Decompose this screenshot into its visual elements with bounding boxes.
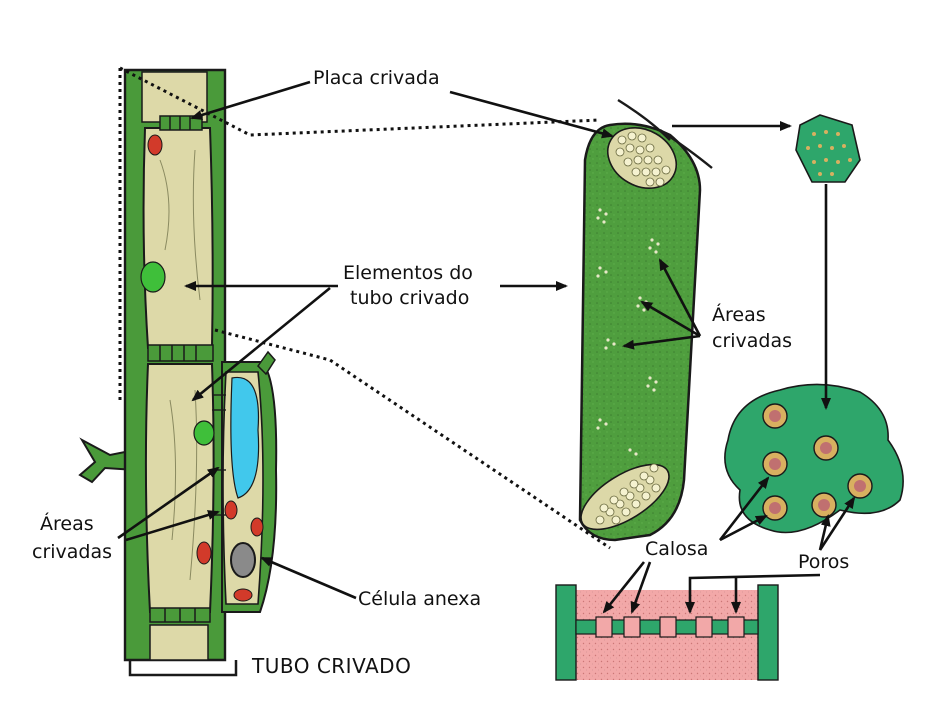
cytoplasm-strands xyxy=(159,149,201,581)
bottom-cell xyxy=(149,624,209,661)
plastid-red-1 xyxy=(147,134,163,156)
sieve-plate-hexagon xyxy=(795,114,861,183)
sieve-plate-top-pores xyxy=(615,131,671,187)
wall-pores xyxy=(595,616,745,638)
sieve-plate-middle xyxy=(147,344,214,362)
right-wall-block xyxy=(757,584,779,681)
nucleus-green-1 xyxy=(140,261,166,293)
plastid-red-3 xyxy=(224,500,238,520)
label-poros: Poros xyxy=(798,551,849,573)
arrows xyxy=(117,80,856,614)
label-elementos-line1: Elementos do xyxy=(343,262,473,284)
label-placa-crivada: Placa crivada xyxy=(313,67,440,89)
pore xyxy=(847,473,873,499)
vacuole xyxy=(230,376,260,499)
pore xyxy=(762,495,788,521)
side-branch xyxy=(78,437,136,484)
plastid-red-4 xyxy=(250,517,264,537)
companion-cell-branch-top xyxy=(257,350,276,376)
label-areas-right-line2: crivadas xyxy=(712,330,792,352)
label-areas-left-line2: crivadas xyxy=(32,541,112,563)
pore xyxy=(811,492,837,518)
upper-sieve-element xyxy=(142,127,214,349)
sieve-plate-magnified xyxy=(724,114,904,534)
label-celula-anexa: Célula anexa xyxy=(358,588,481,610)
plastid-red-2 xyxy=(196,541,212,565)
sieve-element-3d xyxy=(578,98,713,542)
pore xyxy=(762,403,788,429)
label-elementos-line2: tubo crivado xyxy=(350,287,469,309)
nucleus-green-2 xyxy=(193,420,215,446)
slice-mark xyxy=(617,98,713,169)
pore xyxy=(762,451,788,477)
companion-nucleus xyxy=(230,542,256,578)
tube-bracket xyxy=(128,660,238,677)
label-tubo-crivado: TUBO CRIVADO xyxy=(251,654,411,678)
lower-sieve-element xyxy=(144,363,215,613)
wall-section xyxy=(555,584,779,681)
label-areas-right-line1: Áreas xyxy=(712,303,766,326)
left-wall-block xyxy=(555,584,577,681)
projection-lines xyxy=(118,66,611,550)
top-cell xyxy=(141,71,208,123)
sieve-element-body xyxy=(578,122,702,542)
callose-pores xyxy=(762,403,873,521)
hexagon-pores xyxy=(806,130,852,176)
sieve-plate-bottom-pores xyxy=(595,463,661,525)
pore xyxy=(813,435,839,461)
labels: Placa crivada Elementos do tubo crivado … xyxy=(32,67,849,678)
sieve-tube-longitudinal xyxy=(78,68,278,677)
label-areas-left-line1: Áreas xyxy=(40,512,94,535)
sieve-plate-bottom xyxy=(149,607,211,623)
plastid-red-5 xyxy=(233,588,253,602)
sieve-areas-dots xyxy=(596,208,660,456)
label-calosa: Calosa xyxy=(645,538,708,560)
